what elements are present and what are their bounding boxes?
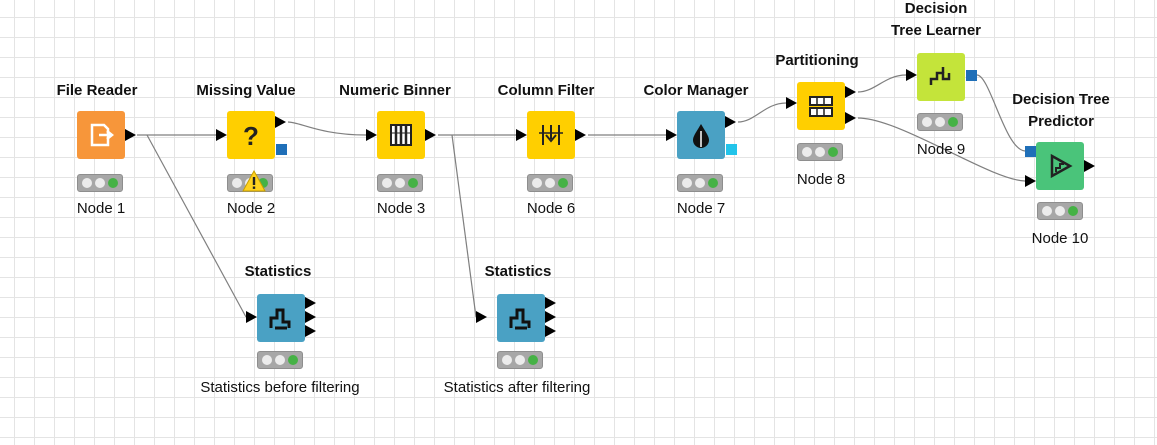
node-decision-tree-learner[interactable] [917, 53, 965, 101]
output-port[interactable] [275, 116, 286, 128]
node-label[interactable]: Node 6 [526, 200, 576, 217]
statistics-icon [509, 308, 531, 330]
node-title-decision-tree-learner-line2: Tree Learner [890, 22, 982, 39]
arrow-stats1-in [246, 311, 257, 323]
binner-icon [390, 124, 412, 146]
node-title-statistics: Statistics [244, 263, 312, 280]
node-label[interactable]: Statistics after filtering [443, 379, 591, 396]
output-port[interactable] [725, 116, 736, 128]
tree-learner-icon [929, 67, 951, 85]
arrow-node10-in [1025, 175, 1036, 187]
output-port-2[interactable] [545, 311, 556, 323]
drop-icon [693, 124, 709, 148]
node-column-filter[interactable] [527, 111, 575, 159]
node-color-manager[interactable] [677, 111, 725, 159]
status-light [677, 174, 723, 192]
model-input-port[interactable] [1025, 146, 1036, 157]
output-port-3[interactable] [545, 325, 556, 337]
output-port-3[interactable] [305, 325, 316, 337]
status-light [77, 174, 123, 192]
output-port[interactable] [125, 129, 136, 141]
node-label[interactable]: Node 2 [226, 200, 276, 217]
connection-node1-stats1 [146, 134, 247, 318]
node-title-file-reader: File Reader [56, 82, 138, 99]
node-title-column-filter: Column Filter [497, 82, 595, 99]
model-output-port[interactable] [966, 70, 977, 81]
status-light [497, 351, 543, 369]
output-port[interactable] [425, 129, 436, 141]
node-missing-value[interactable]: ? [227, 111, 275, 159]
node-title-decision-tree-predictor-line1: Decision Tree [1012, 91, 1110, 108]
node-title-numeric-binner: Numeric Binner [339, 82, 451, 99]
arrow-node7-in [666, 129, 677, 141]
output-port-test[interactable] [845, 112, 856, 124]
status-light [377, 174, 423, 192]
connection-node8-node9 [857, 74, 907, 93]
color-model-output-port[interactable] [726, 144, 737, 155]
column-filter-icon [539, 125, 563, 145]
question-mark-icon: ? [243, 121, 259, 151]
node-numeric-binner[interactable] [377, 111, 425, 159]
node-decision-tree-predictor[interactable] [1036, 142, 1084, 190]
node-label[interactable]: Node 8 [796, 171, 846, 188]
connection-node3-stats2 [451, 134, 477, 318]
output-port-2[interactable] [305, 311, 316, 323]
connection-node2-node3 [287, 121, 367, 136]
arrow-node2-in [216, 129, 227, 141]
predictor-icon [1050, 153, 1073, 179]
node-label[interactable]: Node 10 [1031, 230, 1089, 247]
output-port-train[interactable] [845, 86, 856, 98]
node-title-statistics: Statistics [484, 263, 552, 280]
arrow-stats2-in [476, 311, 487, 323]
node-statistics-after[interactable] [497, 294, 545, 342]
node-partitioning[interactable] [797, 82, 845, 130]
model-output-port[interactable] [276, 144, 287, 155]
node-file-reader[interactable] [77, 111, 125, 159]
partition-icon [809, 96, 833, 117]
node-title-missing-value: Missing Value [196, 82, 296, 99]
node-label[interactable]: Node 9 [916, 141, 966, 158]
node-title-decision-tree-predictor-line2: Predictor [1028, 113, 1094, 130]
node-title-partitioning: Partitioning [775, 52, 859, 69]
output-port[interactable] [575, 129, 586, 141]
status-light [257, 351, 303, 369]
output-port[interactable] [1084, 160, 1095, 172]
svg-text:?: ? [243, 121, 259, 151]
arrow-node6-in [516, 129, 527, 141]
node-label[interactable]: Statistics before filtering [200, 379, 360, 396]
output-port-1[interactable] [545, 297, 556, 309]
connection-node7-node8 [737, 102, 787, 123]
output-port-1[interactable] [305, 297, 316, 309]
node-label[interactable]: Node 3 [376, 200, 426, 217]
node-label[interactable]: Node 1 [76, 200, 126, 217]
node-label[interactable]: Node 7 [676, 200, 726, 217]
arrow-node3-in [366, 129, 377, 141]
status-light [527, 174, 573, 192]
status-light [797, 143, 843, 161]
connection-node9-node10 [976, 74, 1026, 152]
node-statistics-before[interactable] [257, 294, 305, 342]
arrow-node8-in [786, 97, 797, 109]
status-light [1037, 202, 1083, 220]
node-title-decision-tree-learner-line1: Decision [904, 0, 968, 17]
connection-node8-node10 [857, 117, 1026, 182]
warning-icon [242, 170, 266, 192]
node-title-color-manager: Color Manager [643, 82, 749, 99]
file-reader-icon [90, 123, 115, 147]
arrow-node9-in [906, 69, 917, 81]
statistics-icon [269, 308, 291, 330]
status-light [917, 113, 963, 131]
